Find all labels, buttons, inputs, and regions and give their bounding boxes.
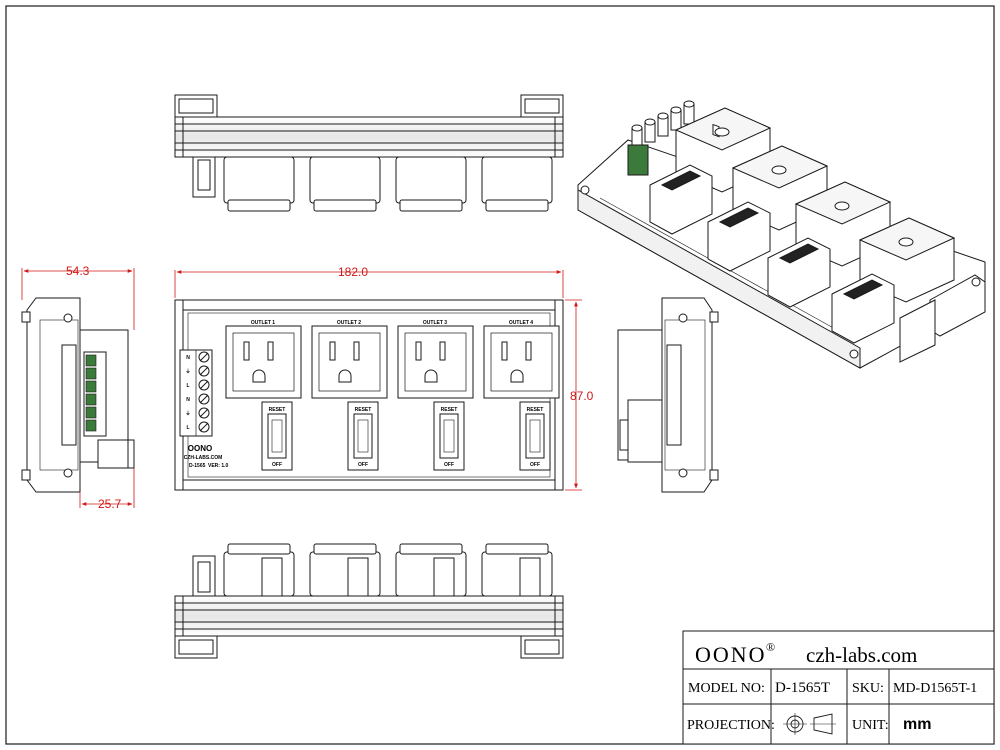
front-model: D-1565 <box>189 463 206 469</box>
terminal-label-3: L <box>186 383 189 389</box>
outlet-2 <box>311 325 388 471</box>
title-registered: ® <box>766 640 775 654</box>
right-side-view <box>617 297 719 493</box>
outlet-1-label: OUTLET 1 <box>251 320 275 326</box>
front-brand: OONO <box>188 444 212 453</box>
title-website: czh-labs.com <box>806 643 917 667</box>
reset-label-2: RESET <box>355 407 372 413</box>
dim-height: 87.0 <box>570 389 594 403</box>
projection-label: PROJECTION: <box>687 718 775 733</box>
unit-label: UNIT: <box>852 718 889 733</box>
front-website: CZH-LABS.COM <box>184 455 223 461</box>
terminal-label-1: N <box>186 355 190 361</box>
off-label-1: OFF <box>272 462 282 468</box>
front-view-labels: OUTLET 1 OUTLET 2 OUTLET 3 OUTLET 4 RESE… <box>184 320 544 469</box>
outlet-1 <box>225 325 302 471</box>
terminal-label-6: L <box>186 425 189 431</box>
off-label-4: OFF <box>530 462 540 468</box>
outlet-3 <box>397 325 474 471</box>
reset-label-1: RESET <box>269 407 286 413</box>
off-label-3: OFF <box>444 462 454 468</box>
outlet-2-label: OUTLET 2 <box>337 320 361 326</box>
reset-label-4: RESET <box>527 407 544 413</box>
left-side-view <box>21 297 135 493</box>
terminal-screws <box>198 351 210 433</box>
unit-value: mm <box>903 716 931 733</box>
terminal-label-5: ⏚ <box>185 410 190 417</box>
isometric-view <box>577 100 986 369</box>
sku-value: MD-D1565T-1 <box>893 681 977 696</box>
title-brand: OONO <box>695 642 767 667</box>
bottom-view <box>174 543 564 659</box>
dim-side-depth: 25.7 <box>98 497 122 511</box>
off-label-2: OFF <box>358 462 368 468</box>
terminal-label-4: N <box>186 397 190 403</box>
front-view <box>174 299 564 491</box>
top-view <box>174 94 564 212</box>
dim-depth: 54.3 <box>66 264 90 278</box>
title-block <box>682 630 995 745</box>
projection-symbol-icon <box>783 713 836 735</box>
front-version: VER: 1.0 <box>208 463 229 469</box>
model-value: D-1565T <box>775 680 830 696</box>
outlet-4 <box>483 325 560 471</box>
sku-label: SKU: <box>852 681 884 696</box>
model-label: MODEL NO: <box>688 681 765 696</box>
terminal-label-2: ⏚ <box>185 368 190 375</box>
outlet-3-label: OUTLET 3 <box>423 320 447 326</box>
dimension-lines <box>21 268 582 508</box>
reset-label-3: RESET <box>441 407 458 413</box>
outlet-4-label: OUTLET 4 <box>509 320 533 326</box>
dim-width: 182.0 <box>338 265 368 279</box>
sheet-border <box>5 5 995 745</box>
